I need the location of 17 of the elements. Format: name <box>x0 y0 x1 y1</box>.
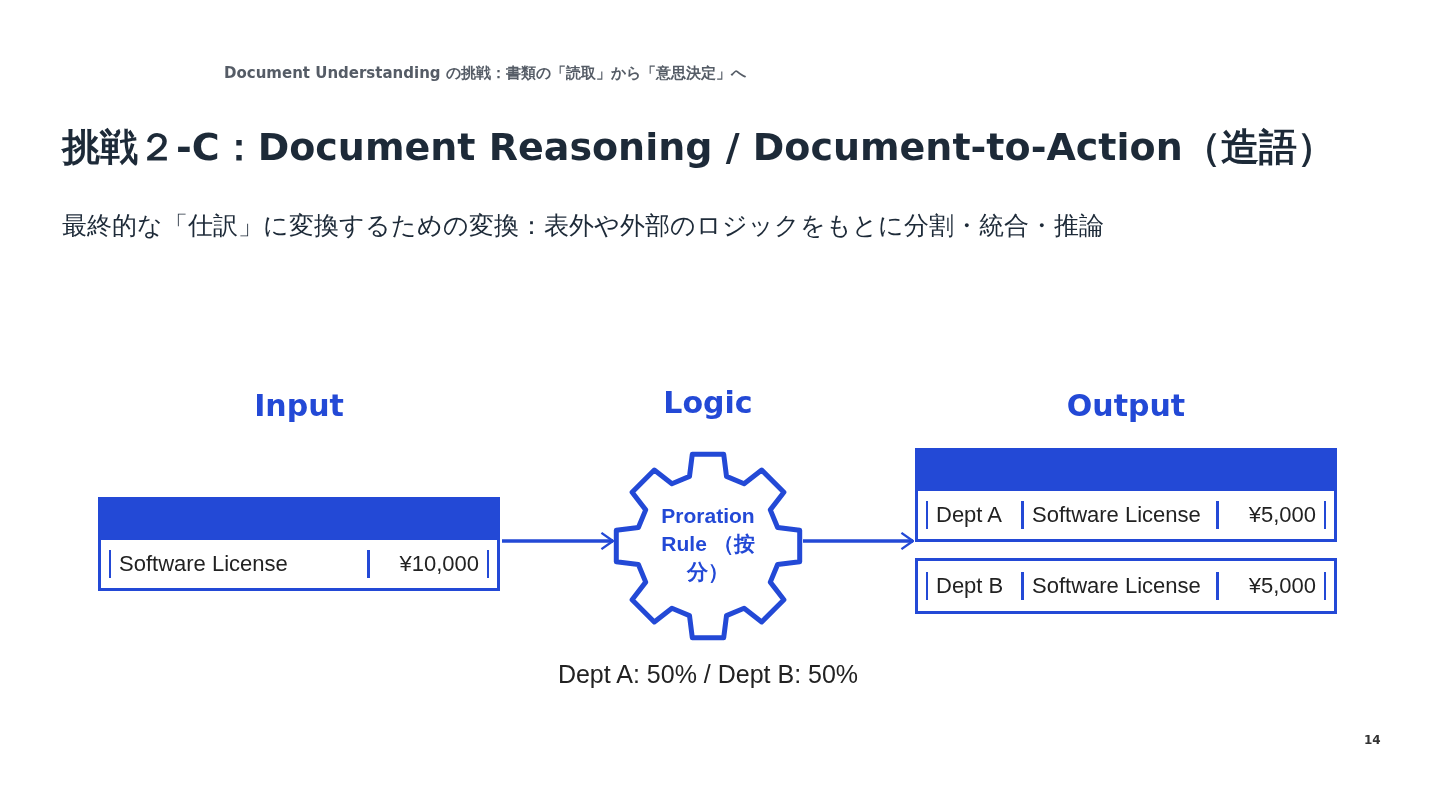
arrow <box>502 531 615 551</box>
table-cell: Software License <box>1021 501 1216 529</box>
table-cell: Software License <box>1021 572 1216 600</box>
table <box>915 558 1337 614</box>
column-heading: Output <box>1065 388 1187 423</box>
column-heading: Input <box>253 388 345 423</box>
column-heading: Logic <box>662 385 754 420</box>
rule-caption: Dept A: 50% / Dept B: 50% <box>556 660 860 689</box>
gear-label: Proration Rule （按分） <box>660 503 756 585</box>
table-cell: Software License <box>109 550 367 578</box>
page-number: 14 <box>1364 733 1381 747</box>
table-cell: Dept B <box>926 572 1021 600</box>
table-cell: Dept A <box>926 501 1021 529</box>
page-title: 挑戦２-C：Document Reasoning / Document-to-Action（造語） <box>62 124 1335 171</box>
breadcrumb: Document Understanding の挑戦：書類の「読取」から「意思決定」へ <box>224 64 746 83</box>
subtitle: 最終的な「仕訳」に変換するための変換：表外や外部のロジックをもとに分割・統合・推論 <box>62 210 1104 242</box>
arrow <box>803 531 915 551</box>
